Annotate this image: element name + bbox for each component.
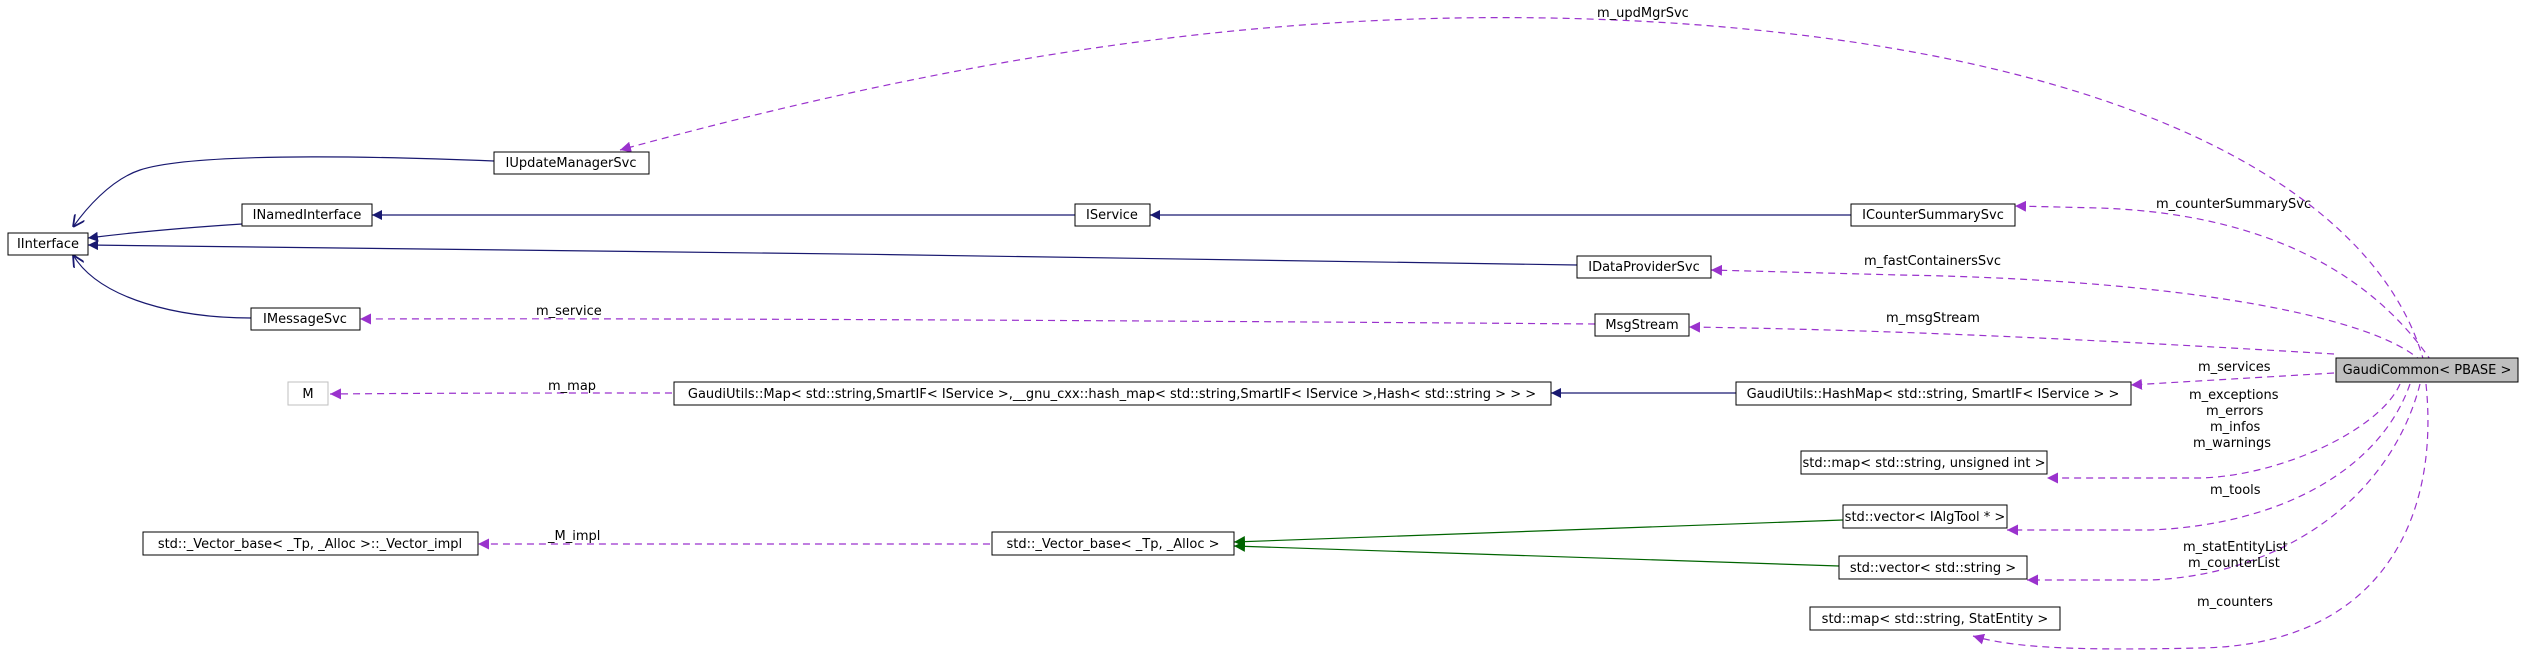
edge-msg-stream: [1688, 321, 2335, 355]
node-iservice-label: IService: [1086, 208, 1138, 223]
node-map-statentity[interactable]: std::map< std::string, StatEntity >: [1809, 606, 2061, 631]
label-impl: _M_impl: [547, 529, 600, 544]
node-vector-base-impl[interactable]: std::_Vector_base< _Tp, _Alloc >::_Vecto…: [142, 531, 479, 556]
node-inamedinterface-label: INamedInterface: [253, 208, 362, 223]
edge-fast-containers-svc: [1710, 264, 2423, 363]
edge-labels: m_updMgrSvc m_counterSummarySvc m_fastCo…: [536, 6, 2311, 610]
node-iservice[interactable]: IService: [1074, 203, 1151, 227]
node-gaudiutils-hashmap[interactable]: GaudiUtils::HashMap< std::string, SmartI…: [1735, 381, 2132, 406]
node-idataprovidersvc[interactable]: IDataProviderSvc: [1576, 255, 1712, 279]
edge-inamedinterface-to-iinterface: [87, 223, 243, 242]
node-vector-base[interactable]: std::_Vector_base< _Tp, _Alloc >: [991, 531, 1235, 556]
label-exceptions: m_exceptions: [2189, 388, 2279, 403]
node-icountersummarysvc[interactable]: ICounterSummarySvc: [1850, 203, 2016, 227]
node-imessagesvc-label: IMessageSvc: [263, 312, 347, 327]
node-map-uint-label: std::map< std::string, unsigned int >: [1803, 456, 2046, 471]
edge-vector-string-to-vector-base: [1233, 540, 1840, 567]
edge-service: [359, 313, 1596, 325]
label-counter-summary-svc: m_counterSummarySvc: [2156, 197, 2311, 212]
node-iinterface[interactable]: IInterface: [7, 232, 89, 256]
node-msgstream[interactable]: MsgStream: [1594, 313, 1690, 337]
label-errors: m_errors: [2206, 404, 2264, 419]
node-vector-string[interactable]: std::vector< std::string >: [1838, 555, 2028, 580]
node-vector-base-label: std::_Vector_base< _Tp, _Alloc >: [1006, 537, 1219, 552]
edge-iupdatemanagersvc-to-iinterface: [73, 156, 495, 227]
edge-tools: [2007, 383, 2411, 536]
node-gaudicommon[interactable]: GaudiCommon< PBASE >: [2335, 357, 2519, 383]
node-m-label: M: [302, 387, 313, 402]
label-stat-entity-list: m_statEntityList: [2183, 540, 2288, 555]
edge-upd-mgr-svc: [619, 17, 2425, 363]
label-service: m_service: [536, 304, 602, 319]
label-tools: m_tools: [2210, 483, 2261, 498]
inheritance-edges: [73, 156, 1851, 398]
node-gaudiutils-map-label: GaudiUtils::Map< std::string,SmartIF< IS…: [688, 387, 1536, 402]
template-edges: [1233, 519, 1844, 567]
node-imessagesvc[interactable]: IMessageSvc: [250, 307, 361, 331]
edge-map: [329, 388, 673, 400]
label-fast-containers-svc: m_fastContainersSvc: [1864, 254, 2001, 269]
node-vector-ialgtool[interactable]: std::vector< IAlgTool * >: [1842, 504, 2008, 529]
node-iupdatemanagersvc[interactable]: IUpdateManagerSvc: [493, 151, 650, 175]
node-gaudiutils-hashmap-label: GaudiUtils::HashMap< std::string, SmartI…: [1747, 387, 2120, 402]
node-icountersummarysvc-label: ICounterSummarySvc: [1862, 208, 2004, 223]
node-map-uint[interactable]: std::map< std::string, unsigned int >: [1800, 450, 2048, 475]
usage-edges: [329, 17, 2433, 650]
node-gaudicommon-label: GaudiCommon< PBASE >: [2343, 363, 2512, 378]
nodes: IInterface IUpdateManagerSvc INamedInter…: [7, 151, 2519, 631]
node-idataprovidersvc-label: IDataProviderSvc: [1588, 260, 1700, 275]
label-counters: m_counters: [2197, 595, 2273, 610]
label-msg-stream: m_msgStream: [1886, 311, 1980, 326]
node-vector-ialgtool-label: std::vector< IAlgTool * >: [1845, 510, 2006, 525]
label-warnings: m_warnings: [2193, 436, 2271, 451]
node-iupdatemanagersvc-label: IUpdateManagerSvc: [506, 156, 637, 171]
label-upd-mgr-svc: m_updMgrSvc: [1597, 6, 1689, 21]
label-map: m_map: [548, 379, 596, 394]
edge-idataprovidersvc-to-iinterface: [87, 240, 1578, 266]
node-inamedinterface[interactable]: INamedInterface: [241, 203, 373, 227]
edge-imessagesvc-to-iinterface: [73, 255, 252, 319]
edge-counter-summary-svc: [2014, 200, 2433, 363]
node-iinterface-label: IInterface: [17, 237, 79, 252]
edge-vector-ialgtool-to-vector-base: [1233, 519, 1844, 548]
node-vector-base-impl-label: std::_Vector_base< _Tp, _Alloc >::_Vecto…: [158, 537, 462, 552]
node-gaudiutils-map[interactable]: GaudiUtils::Map< std::string,SmartIF< IS…: [673, 381, 1552, 406]
node-msgstream-label: MsgStream: [1605, 318, 1678, 333]
label-counter-list: m_counterList: [2188, 556, 2280, 571]
edge-exceptions-errors-infos-warnings: [2047, 383, 2401, 484]
label-services: m_services: [2198, 360, 2271, 375]
label-infos: m_infos: [2210, 420, 2261, 435]
node-vector-string-label: std::vector< std::string >: [1850, 561, 2016, 576]
node-m[interactable]: M: [287, 381, 329, 406]
edge-stat-entity-list-counter-list: [2027, 383, 2421, 586]
node-map-statentity-label: std::map< std::string, StatEntity >: [1822, 612, 2049, 627]
edge-services: [2130, 372, 2335, 390]
